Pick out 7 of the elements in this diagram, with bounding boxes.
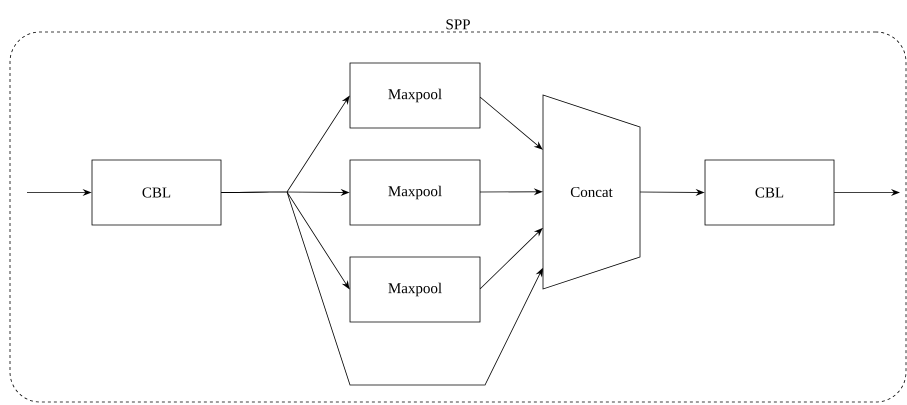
- process-box: Maxpool: [350, 256, 480, 322]
- arrow: [221, 192, 543, 386]
- process-box: Maxpool: [350, 160, 480, 226]
- process-box: Maxpool: [350, 62, 480, 128]
- group-title: SPP: [446, 19, 470, 30]
- process-box: CBL: [704, 160, 834, 226]
- process-box: CBL: [92, 160, 222, 226]
